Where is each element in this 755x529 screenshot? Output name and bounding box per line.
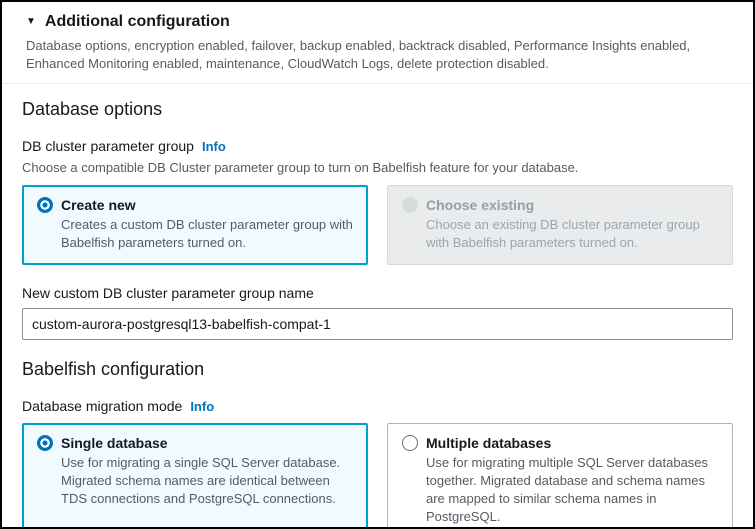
radio-choose-existing (402, 197, 418, 214)
tile-multiple-databases-text: Multiple databases Use for migrating mul… (426, 434, 718, 526)
migration-mode-tiles: Single database Use for migrating a sing… (22, 423, 733, 527)
parameter-group-description: Choose a compatible DB Cluster parameter… (22, 160, 579, 176)
collapse-triangle-icon: ▼ (26, 16, 36, 27)
radio-create-new[interactable] (37, 197, 53, 214)
tile-multiple-databases[interactable]: Multiple databases Use for migrating mul… (387, 423, 733, 527)
tile-create-new-title: Create new (61, 197, 136, 214)
tile-choose-existing: Choose existing Choose an existing DB cl… (387, 185, 733, 266)
tile-multiple-databases-description: Use for migrating multiple SQL Server da… (426, 455, 709, 525)
tile-single-database-text: Single database Use for migrating a sing… (61, 434, 353, 526)
section-title-row: ▼ Additional configuration (26, 12, 733, 32)
parameter-group-label-row: DB cluster parameter group Info (22, 138, 733, 155)
tile-single-database-title: Single database (61, 435, 168, 452)
tile-single-database-description: Use for migrating a single SQL Server da… (61, 455, 341, 507)
tile-choose-existing-title: Choose existing (426, 197, 535, 214)
group-name-label: New custom DB cluster parameter group na… (22, 285, 314, 302)
migration-mode-label-row: Database migration mode Info (22, 398, 733, 415)
tile-choose-existing-description: Choose an existing DB cluster parameter … (426, 217, 700, 251)
radio-multiple-databases[interactable] (402, 435, 418, 452)
tile-choose-existing-text: Choose existing Choose an existing DB cl… (426, 196, 718, 252)
parameter-group-info-link[interactable]: Info (201, 139, 226, 155)
group-name-input[interactable] (22, 308, 733, 341)
tile-create-new-text: Create new Creates a custom DB cluster p… (61, 196, 353, 252)
tile-create-new-description: Creates a custom DB cluster parameter gr… (61, 217, 353, 251)
parameter-group-tiles: Create new Creates a custom DB cluster p… (22, 185, 733, 266)
tile-multiple-databases-title: Multiple databases (426, 435, 552, 452)
babelfish-configuration-heading: Babelfish configuration (22, 359, 205, 380)
database-options-heading: Database options (22, 99, 163, 120)
section-header-additional-configuration[interactable]: ▼ Additional configuration Database opti… (2, 2, 753, 85)
parameter-group-label: DB cluster parameter group (22, 138, 194, 155)
radio-single-database[interactable] (37, 435, 53, 452)
migration-mode-info-link[interactable]: Info (190, 399, 215, 415)
migration-mode-label: Database migration mode (22, 398, 183, 415)
tile-single-database[interactable]: Single database Use for migrating a sing… (22, 423, 368, 527)
section-summary: Database options, encryption enabled, fa… (26, 38, 691, 72)
section-title: Additional configuration (44, 13, 230, 30)
group-name-field: New custom DB cluster parameter group na… (22, 285, 733, 341)
tile-create-new[interactable]: Create new Creates a custom DB cluster p… (22, 185, 368, 266)
section-content: Database options DB cluster parameter gr… (2, 84, 753, 527)
